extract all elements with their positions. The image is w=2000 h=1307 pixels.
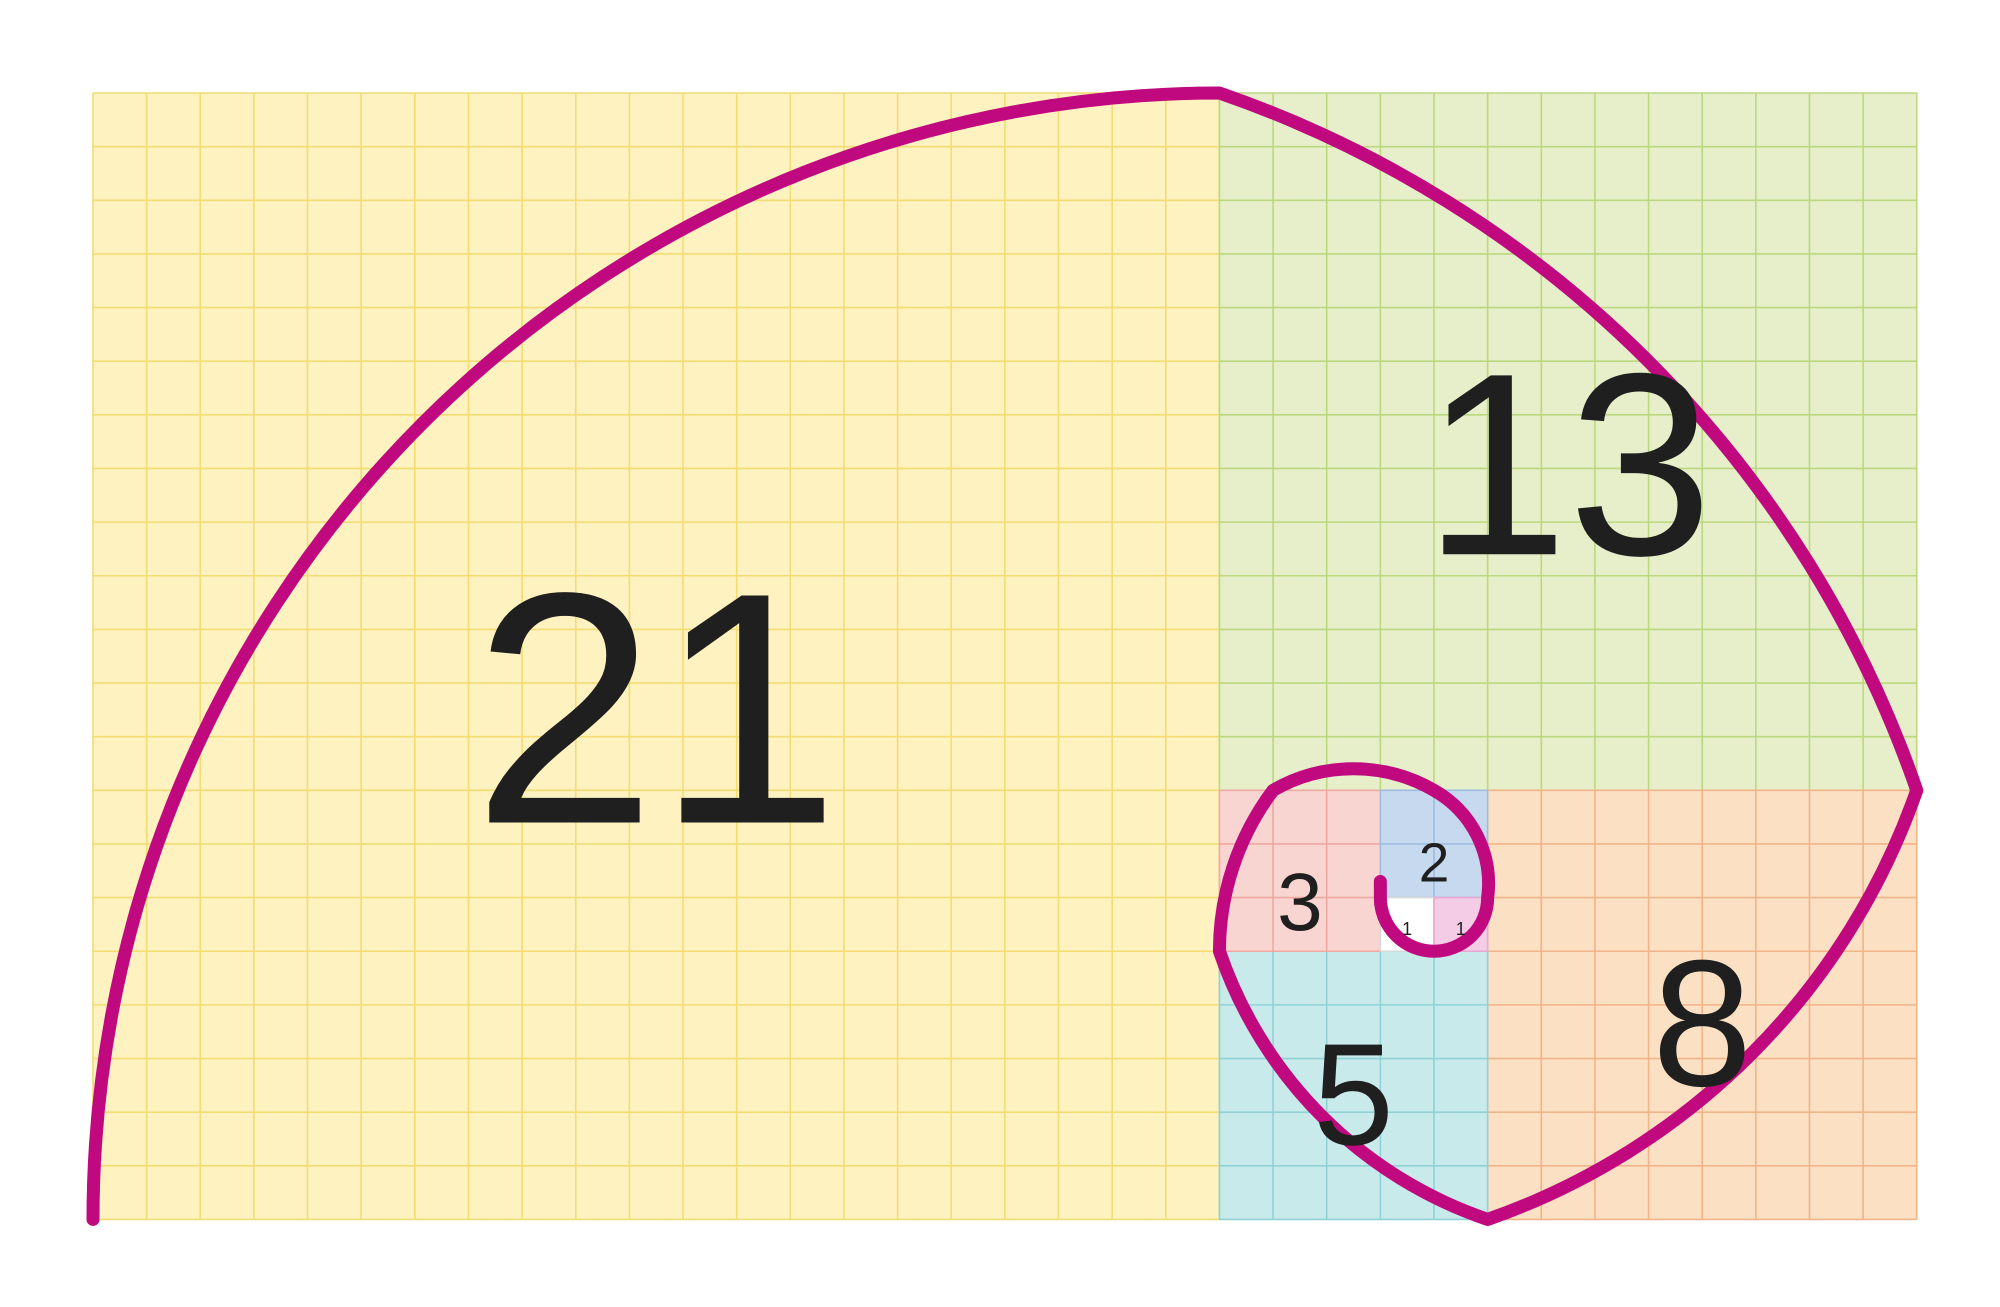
grid-lines-sq21 — [92, 92, 1221, 1221]
square-label-sq5: 5 — [1313, 1013, 1394, 1175]
square-sq13 — [1218, 92, 1918, 792]
golden-spiral — [86, 86, 1924, 1226]
square-label-sq2: 2 — [1419, 832, 1450, 894]
squares-layer — [92, 92, 1918, 1221]
square-label-sq21: 21 — [473, 524, 840, 893]
square-fill-sq3 — [1219, 790, 1381, 952]
square-label-sq1b: 1 — [1456, 919, 1466, 939]
square-label-sq3: 3 — [1277, 857, 1323, 948]
square-label-sq8: 8 — [1652, 923, 1752, 1124]
square-fill-sq5 — [1219, 951, 1488, 1220]
grid-lines-sq13 — [1218, 92, 1918, 792]
square-label-sq1a: 1 — [1402, 919, 1412, 939]
square-sq21 — [92, 92, 1221, 1221]
square-fill-sq13 — [1219, 93, 1917, 791]
square-sq8 — [1486, 789, 1918, 1221]
grid-lines-sq8 — [1486, 789, 1918, 1221]
square-fill-sq21 — [93, 93, 1220, 1220]
square-label-sq13: 13 — [1423, 320, 1712, 610]
